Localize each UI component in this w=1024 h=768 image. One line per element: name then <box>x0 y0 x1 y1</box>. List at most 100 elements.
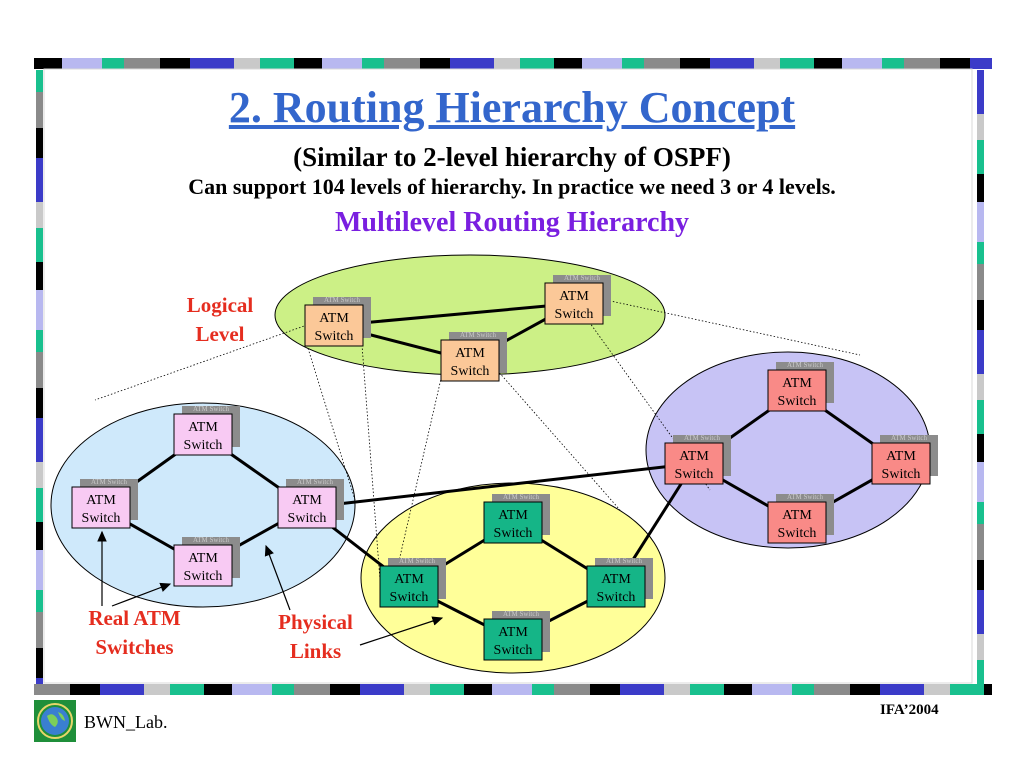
switch-label-line1: ATM <box>886 449 916 464</box>
annotation-arrow <box>264 544 291 611</box>
switch-shadow-label: ATM Switch <box>399 557 435 565</box>
left-peer-group <box>50 402 356 608</box>
border-segment <box>977 590 984 634</box>
border-segment <box>780 58 814 69</box>
footer-right-text: IFA’2004 <box>880 702 939 718</box>
switch-box <box>544 282 604 325</box>
border-segment <box>260 58 294 69</box>
switch-label-line2: Switch <box>315 329 354 344</box>
border-segment <box>842 58 882 69</box>
switch-shadow-label: ATM Switch <box>324 296 360 304</box>
border-segment <box>420 58 450 69</box>
switch-shadow-label: ATM Switch <box>503 493 539 501</box>
switch-box <box>664 442 724 485</box>
border-segment <box>620 684 664 695</box>
border-segment <box>977 114 984 140</box>
switch-label-line1: ATM <box>292 493 322 508</box>
border-segment <box>977 202 984 242</box>
border-segment <box>752 684 792 695</box>
border-segment <box>792 684 814 695</box>
border-segment <box>977 70 984 114</box>
switch-label-line2: Switch <box>82 511 121 526</box>
switch-shadow-label: ATM Switch <box>503 610 539 618</box>
border-segment <box>36 612 43 648</box>
switch-box <box>586 565 646 608</box>
switch-label-line2: Switch <box>184 569 223 584</box>
border-segment <box>554 58 582 69</box>
border-segment <box>190 58 234 69</box>
border-segment <box>977 462 984 502</box>
border-segment <box>294 684 330 695</box>
logical-level-label: Logical Level <box>186 293 254 346</box>
switch-shadow-label: ATM Switch <box>787 361 823 369</box>
globe-icon <box>37 703 73 739</box>
switch-shadow-label: ATM Switch <box>606 557 642 565</box>
border-segment <box>362 58 384 69</box>
border-segment <box>984 684 992 695</box>
border-segment <box>977 502 984 524</box>
switch-label-line1: ATM <box>86 493 116 508</box>
switch-shadow-label: ATM Switch <box>891 434 927 442</box>
border-segment <box>36 648 43 678</box>
switch-box <box>440 339 500 382</box>
border-segment <box>664 684 690 695</box>
border-segment <box>100 684 144 695</box>
projection-line <box>306 344 356 501</box>
border-segment <box>970 58 992 69</box>
switch-box <box>304 304 364 347</box>
border-segment <box>977 434 984 462</box>
switch-label-line2: Switch <box>597 590 636 605</box>
border-segment <box>144 684 170 695</box>
border-segment <box>464 684 492 695</box>
border-segment <box>294 58 322 69</box>
border-segment <box>430 684 464 695</box>
switch-shadow-label: ATM Switch <box>460 331 496 339</box>
switch-shadow-label: ATM Switch <box>684 434 720 442</box>
border-segment <box>36 202 43 228</box>
switch-label-line2: Switch <box>778 526 817 541</box>
switch-box <box>871 442 931 485</box>
border-segment <box>532 684 554 695</box>
border-segment <box>36 522 43 550</box>
switch-label-line1: ATM <box>188 420 218 435</box>
border-segment <box>170 684 204 695</box>
slide-subtitle: (Similar to 2-level hierarchy of OSPF) <box>293 142 731 172</box>
border-segment <box>880 684 924 695</box>
border-segment <box>204 684 232 695</box>
footer-left-text: BWN_Lab. <box>84 712 168 732</box>
switch-label-line1: ATM <box>498 508 528 523</box>
border-segment <box>977 524 984 560</box>
border-segment <box>36 228 43 262</box>
switch-label-line1: ATM <box>455 346 485 361</box>
slide-note: Can support 104 levels of hierarchy. In … <box>188 174 836 199</box>
border-segment <box>850 684 880 695</box>
border-segment <box>360 684 404 695</box>
switch-label-line1: ATM <box>559 289 589 304</box>
border-segment <box>70 684 100 695</box>
switch-label-line2: Switch <box>494 526 533 541</box>
real-atm-switches-label: Real ATM Switches <box>88 606 181 659</box>
switch-label-line2: Switch <box>555 307 594 322</box>
switch-box <box>173 544 233 587</box>
border-segment <box>940 58 970 69</box>
border-segment <box>977 300 984 330</box>
border-segment <box>924 684 950 695</box>
border-segment <box>977 560 984 590</box>
border-segment <box>977 660 984 684</box>
switch-label-line1: ATM <box>188 551 218 566</box>
border-segment <box>977 140 984 174</box>
border-segment <box>36 158 43 202</box>
slide-title: 2. Routing Hierarchy Concept <box>228 83 796 132</box>
border-segment <box>590 684 620 695</box>
border-segment <box>36 70 43 92</box>
border-segment <box>492 684 532 695</box>
